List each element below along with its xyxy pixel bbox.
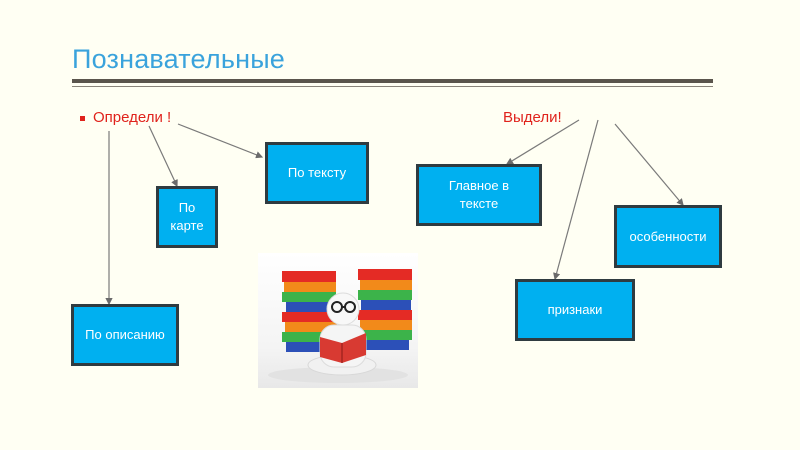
reading-books-image	[258, 253, 418, 388]
connector-po-tekstu	[177, 123, 264, 159]
connector-glavnoe	[505, 119, 580, 165]
box-priznaki[interactable]: признаки	[515, 279, 635, 341]
connector-priznaki	[553, 119, 599, 281]
box-po-tekstu[interactable]: По тексту	[265, 142, 369, 204]
right-book-stack	[358, 269, 412, 350]
bullet-icon	[80, 116, 85, 121]
left-book-stack	[282, 271, 338, 352]
box-osobennosti[interactable]: особенности	[614, 205, 722, 268]
connector-po-karte	[148, 125, 178, 188]
box-glavnoe-label: Главное в тексте	[448, 178, 510, 211]
title-divider-thick	[72, 79, 713, 83]
box-glavnoe[interactable]: Главное в тексте	[416, 164, 542, 226]
books-illustration-icon	[268, 269, 412, 383]
box-po-opisaniyu[interactable]: По описанию	[71, 304, 179, 366]
title-divider-thin	[72, 86, 713, 87]
heading-vydeli: Выдели!	[503, 109, 562, 126]
heading-opredeli: Определи !	[93, 109, 172, 126]
connector-osobennosti	[614, 123, 684, 206]
reading-figure	[307, 292, 377, 376]
box-po-karte-label: По карте	[170, 200, 204, 233]
slide-title: Познавательные	[72, 44, 286, 74]
box-po-karte[interactable]: По карте	[156, 186, 218, 248]
